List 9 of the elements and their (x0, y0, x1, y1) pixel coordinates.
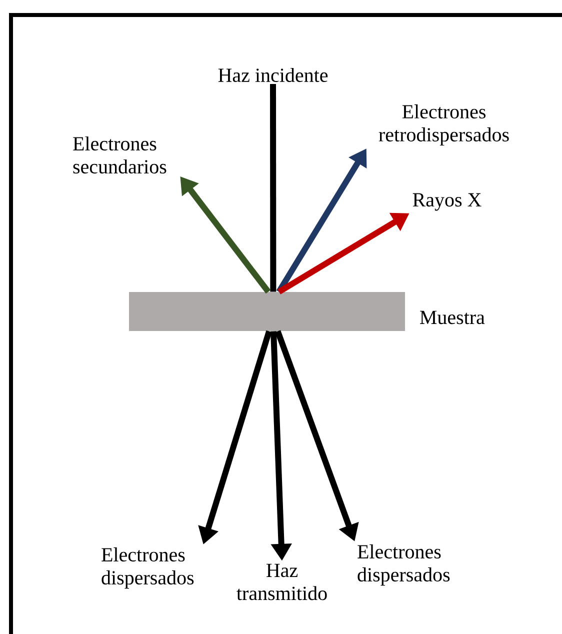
label-text: Electrones dispersados (102, 547, 194, 589)
label-text: Muestra (420, 310, 485, 324)
label-text: Haz incidente (218, 68, 328, 82)
sample-bar (129, 292, 405, 331)
label-text: Rayos X (412, 193, 482, 211)
label-text: Haz transmitido (236, 564, 327, 600)
label-text: Electrones dispersados (358, 544, 450, 586)
label-text: Electrones secundarios (73, 136, 166, 174)
label-text: Electrones retrodispersados (378, 104, 509, 146)
